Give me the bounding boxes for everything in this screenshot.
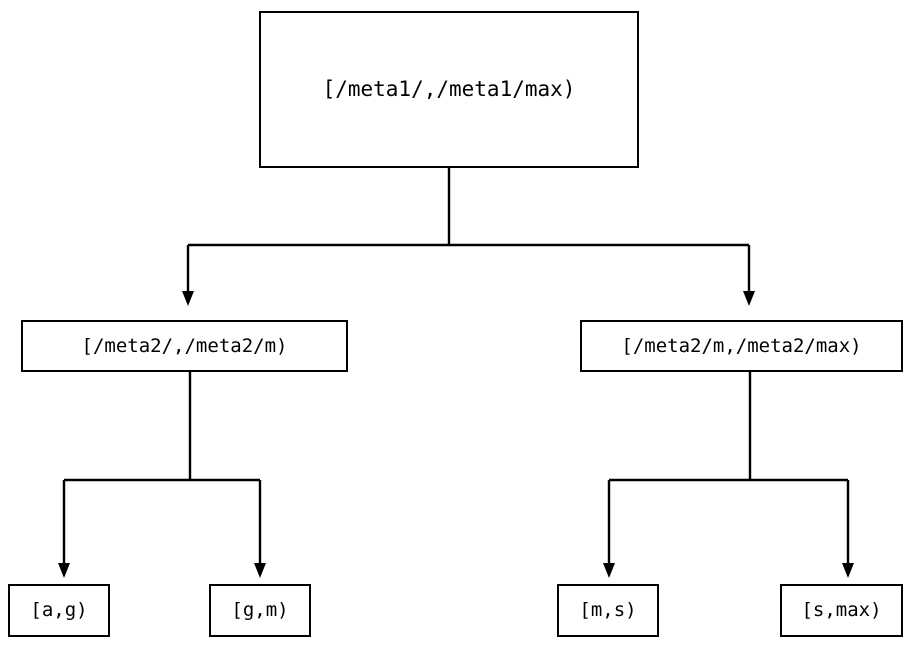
root-node-label: [/meta1/,/meta1/max) bbox=[322, 77, 576, 101]
leaf-node-s-max-label: [s,max) bbox=[801, 599, 882, 621]
leaf-node-m-s[interactable]: [m,s) bbox=[557, 584, 659, 637]
arrowhead-mid-left-to-leaf-gm bbox=[254, 563, 266, 578]
leaf-node-g-m-label: [g,m) bbox=[231, 599, 289, 621]
arrowhead-mid-right-to-leaf-smax bbox=[842, 563, 854, 578]
leaf-node-a-g-label: [a,g) bbox=[30, 599, 88, 621]
mid-right-node-label: [/meta2/m,/meta2/max) bbox=[621, 334, 862, 357]
leaf-node-g-m[interactable]: [g,m) bbox=[209, 584, 311, 637]
leaf-node-a-g[interactable]: [a,g) bbox=[8, 584, 110, 637]
arrowhead-root-to-mid-left bbox=[182, 291, 194, 306]
mid-left-node-label: [/meta2/,/meta2/m) bbox=[81, 334, 288, 357]
mid-right-node[interactable]: [/meta2/m,/meta2/max) bbox=[580, 320, 903, 372]
leaf-node-m-s-label: [m,s) bbox=[579, 599, 637, 621]
arrowhead-mid-left-to-leaf-ag bbox=[58, 563, 70, 578]
root-node[interactable]: [/meta1/,/meta1/max) bbox=[259, 11, 639, 168]
arrowhead-mid-right-to-leaf-ms bbox=[603, 563, 615, 578]
mid-left-node[interactable]: [/meta2/,/meta2/m) bbox=[21, 320, 348, 372]
arrowhead-root-to-mid-right bbox=[743, 291, 755, 306]
leaf-node-s-max[interactable]: [s,max) bbox=[780, 584, 903, 637]
